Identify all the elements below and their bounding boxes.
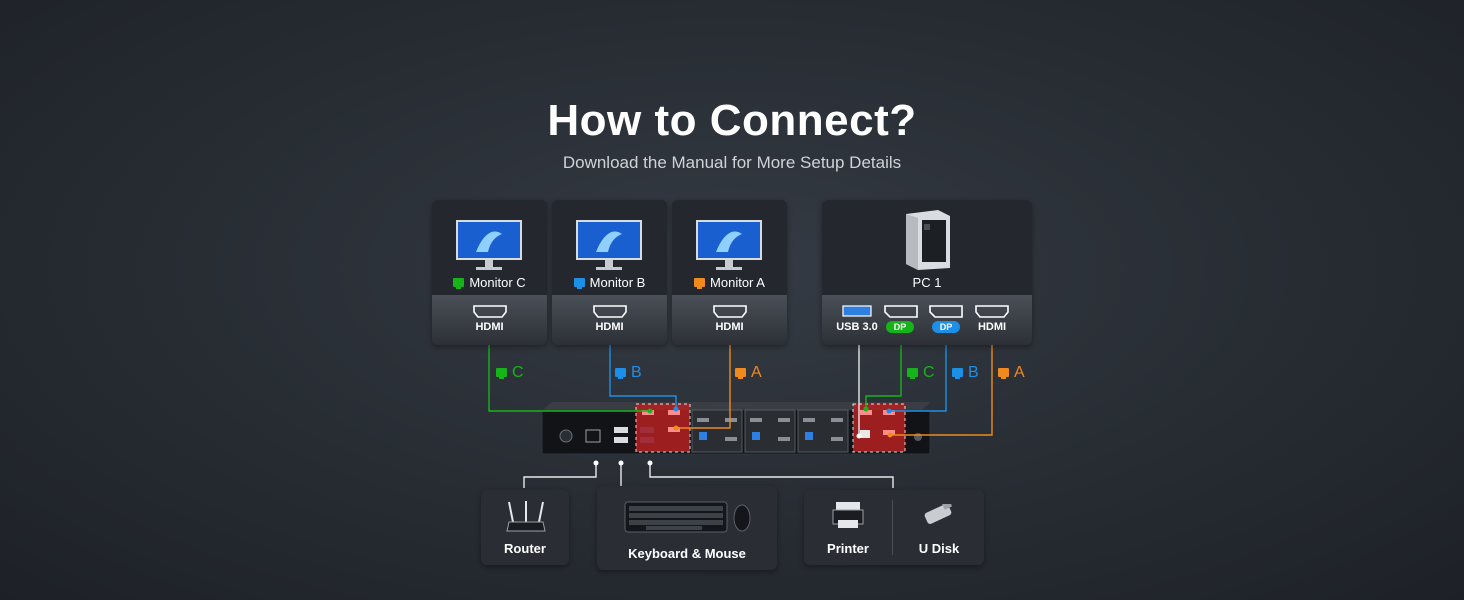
- usb-devices-card: Printer U Disk: [804, 490, 984, 565]
- cable-monitor-c: [488, 340, 650, 412]
- udisk-label: U Disk: [918, 541, 960, 556]
- cable-monitor-b: [609, 340, 677, 409]
- router-icon: [506, 501, 546, 532]
- port-label-usb: USB 3.0: [836, 321, 878, 333]
- dp-port-icon: [884, 305, 918, 318]
- tag-right-b: B: [952, 364, 979, 382]
- pc-label: PC 1: [912, 275, 942, 290]
- cable-monitor-a: [676, 340, 731, 429]
- port-label-dp-b: DP: [932, 321, 960, 333]
- monitor-card-c: Monitor C HDMI: [432, 200, 547, 345]
- usb-port-icon: [842, 305, 872, 317]
- keyboard-mouse-label: Keyboard & Mouse: [628, 546, 746, 561]
- cable-router: [523, 463, 597, 488]
- tag-left-a: A: [735, 364, 762, 382]
- keyboard-icon: [624, 501, 751, 533]
- ethernet-port-icon: [585, 429, 601, 443]
- pc-card: PC 1 USB 3.0 DP DP HDMI: [822, 200, 1032, 345]
- power-port-icon: [559, 429, 573, 443]
- hdmi-port-icon: [593, 305, 627, 318]
- page-title: How to Connect?: [547, 96, 917, 145]
- tag-right-a: A: [998, 364, 1025, 382]
- tag-left-b: B: [615, 364, 642, 382]
- page-subtitle: Download the Manual for More Setup Detai…: [562, 153, 902, 172]
- cable-pc-dp-c: [865, 340, 902, 409]
- monitor-card-a: Monitor A HDMI: [672, 200, 787, 345]
- tag-right-c: C: [907, 364, 935, 382]
- monitor-card-b: Monitor B HDMI: [552, 200, 667, 345]
- cable-usb-hub: [649, 463, 894, 488]
- hdmi-port-icon: [713, 305, 747, 318]
- port-label: HDMI: [715, 321, 744, 333]
- router-card: Router: [481, 490, 569, 565]
- monitor-icon: [576, 220, 642, 270]
- hdmi-port-icon: [975, 305, 1009, 318]
- tag-left-c: C: [496, 364, 524, 382]
- keyboard-mouse-card: Keyboard & Mouse: [597, 486, 777, 570]
- hdmi-port-icon: [473, 305, 507, 318]
- port-label: HDMI: [595, 321, 624, 333]
- monitor-label: Monitor C: [469, 275, 526, 290]
- printer-label: Printer: [827, 541, 869, 556]
- monitor-icon: [456, 220, 522, 270]
- usb-disk-icon: [924, 504, 953, 524]
- port-label: HDMI: [475, 321, 504, 333]
- port-label-hdmi: HDMI: [977, 321, 1007, 333]
- cable-pc-hdmi-a: [890, 340, 993, 436]
- router-label: Router: [504, 541, 546, 556]
- monitor-label: Monitor B: [589, 275, 646, 290]
- monitor-label: Monitor A: [710, 275, 765, 290]
- pc-tower-icon: [906, 210, 950, 270]
- mouse-icon: [733, 504, 751, 532]
- dp-port-icon: [929, 305, 963, 318]
- port-label-dp-c: DP: [886, 321, 914, 333]
- cable-pc-dp-b: [889, 340, 947, 412]
- printer-icon: [832, 502, 864, 528]
- monitor-icon: [696, 220, 762, 270]
